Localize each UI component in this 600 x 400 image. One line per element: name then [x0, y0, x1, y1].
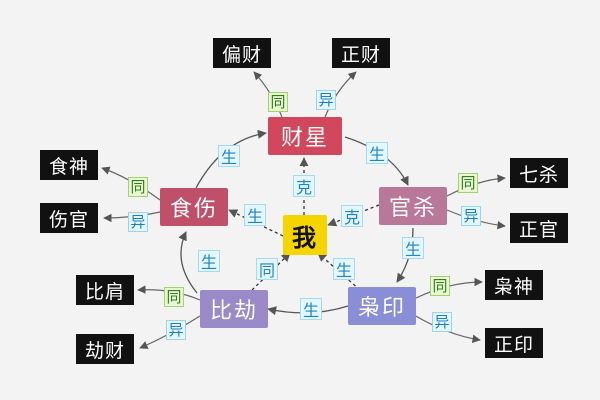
label-control-center-wealth: 克: [293, 175, 315, 197]
badge-different-resource: 异: [432, 312, 452, 332]
label-generate-output-wealth: 生: [218, 145, 240, 167]
label-same-peer-center: 同: [256, 258, 278, 280]
badge-different-output: 异: [128, 212, 148, 232]
leaf-peer-b: 劫财: [76, 334, 134, 364]
label-generate-resource-peer: 生: [300, 298, 322, 320]
leaf-wealth-a: 偏财: [213, 38, 271, 68]
leaf-officer-a: 七杀: [510, 158, 568, 188]
badge-different-peer: 异: [166, 320, 186, 340]
leaf-officer-b: 正官: [510, 213, 568, 243]
badge-same-wealth: 同: [268, 92, 288, 112]
label-generate-resource-center: 生: [333, 258, 355, 280]
badge-different-officer: 异: [461, 206, 481, 226]
leaf-peer-a: 比肩: [76, 275, 134, 305]
arrow-center-to-output: [228, 209, 284, 237]
badge-different-wealth: 异: [316, 90, 336, 110]
node-peer: 比劫: [200, 290, 268, 328]
leaf-resource-b: 正印: [485, 328, 543, 358]
label-generate-peer-output: 生: [198, 250, 220, 272]
badge-same-peer: 同: [164, 287, 184, 307]
node-resource: 枭印: [348, 287, 416, 325]
label-generate-wealth-officer: 生: [366, 142, 388, 164]
badge-same-resource: 同: [430, 276, 450, 296]
badge-same-output: 同: [128, 177, 148, 197]
label-generate-center-output: 生: [244, 204, 266, 226]
label-control-officer-center: 克: [341, 205, 363, 227]
node-output: 食伤: [160, 188, 228, 226]
arrow-wealth-leaf-b: [324, 71, 357, 118]
leaf-wealth-b: 正财: [332, 38, 390, 68]
node-wealth: 财星: [268, 117, 342, 155]
label-generate-officer-resource: 生: [402, 237, 424, 259]
leaf-output-b: 伤官: [40, 203, 98, 233]
leaf-resource-a: 枭神: [485, 270, 543, 300]
node-officer: 官杀: [379, 187, 447, 225]
badge-same-officer: 同: [458, 173, 478, 193]
leaf-output-a: 食神: [40, 150, 98, 180]
center-node-self: 我: [283, 215, 327, 255]
arrow-peer-to-output: [178, 231, 198, 294]
